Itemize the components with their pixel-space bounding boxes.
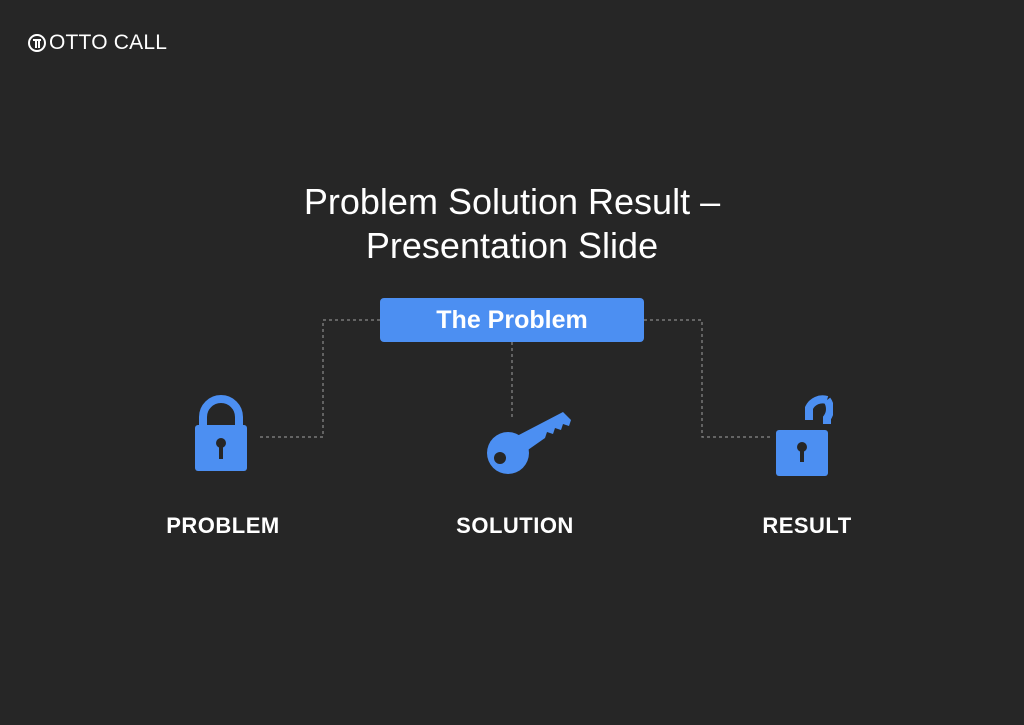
problem-label: PROBLEM (166, 513, 280, 538)
slide-title: Problem Solution Result – Presentation S… (0, 180, 1024, 268)
the-problem-button[interactable]: The Problem (380, 298, 644, 342)
unlocked-padlock-icon (776, 395, 833, 476)
key-icon (487, 412, 571, 474)
brand-logo: OTTO CALL (27, 30, 167, 56)
brand-name: OTTO CALL (49, 31, 168, 54)
slide-title-line-1: Problem Solution Result – (303, 181, 721, 222)
slide-title-line-2: Presentation Slide (365, 225, 659, 266)
logo-mark-icon (28, 34, 46, 52)
connector-left (258, 319, 380, 438)
connector-right (644, 319, 772, 438)
result-label: RESULT (762, 513, 852, 538)
solution-label: SOLUTION (456, 513, 574, 538)
locked-padlock-icon (195, 395, 247, 471)
